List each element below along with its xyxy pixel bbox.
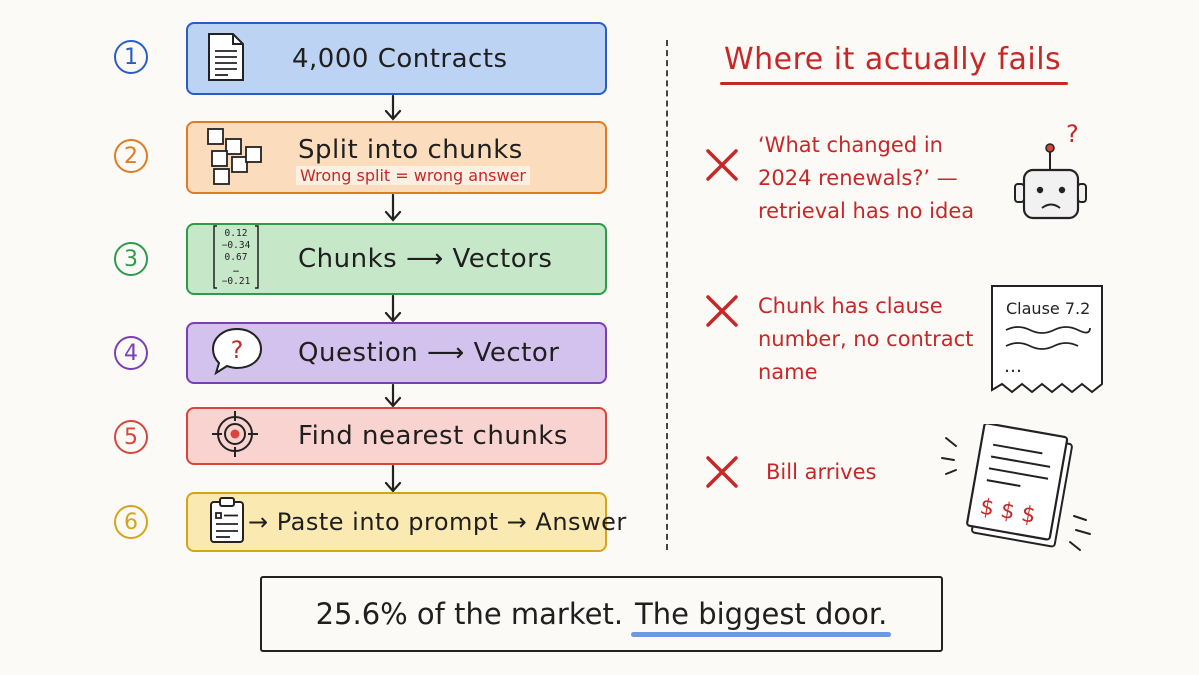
step-number-1: 1	[114, 40, 148, 74]
step-box-nearest: Find nearest chunks	[186, 407, 607, 465]
down-arrow-icon	[383, 383, 403, 412]
fail-line: retrieval has no idea	[758, 199, 975, 223]
matrix-value: 0.67	[225, 252, 248, 263]
fail-line: Bill arrives	[766, 460, 877, 484]
step-warning: Wrong split = wrong answer	[296, 166, 531, 185]
step-box-contracts: 4,000 Contracts	[186, 22, 607, 95]
note-title: Clause 7.2	[1006, 299, 1090, 318]
step-box-split: Split into chunks Wrong split = wrong an…	[186, 121, 607, 194]
clause-note-icon: Clause 7.2 …	[980, 282, 1108, 402]
vector-matrix-icon: 0.12 −0.34 0.67 … −0.21	[212, 224, 260, 294]
split-pieces-icon	[206, 125, 264, 191]
target-icon	[210, 409, 260, 463]
step-number-5: 5	[114, 420, 148, 454]
matrix-value: 0.12	[225, 228, 248, 239]
step-box-answer: → Paste into prompt → Answer	[186, 492, 626, 552]
footer-prefix: 25.6% of the market.	[315, 597, 624, 631]
document-icon	[206, 31, 246, 87]
down-arrow-icon	[383, 464, 403, 497]
down-arrow-icon	[383, 193, 403, 226]
fail-line: Chunk has clause	[758, 294, 943, 318]
fail-item-1: ‘What changed in 2024 renewals?’ — retri…	[758, 129, 974, 228]
x-mark-icon	[704, 454, 740, 494]
footer-highlight: The biggest door.	[631, 597, 892, 637]
step-label: Find nearest chunks	[298, 421, 568, 451]
fails-title: Where it actually fails	[724, 42, 1062, 77]
bill-icon: $ $ $	[940, 422, 1100, 558]
fail-item-2: Chunk has clause number, no contract nam…	[758, 290, 973, 389]
step-number-6: 6	[114, 505, 148, 539]
step-box-vectors: 0.12 −0.34 0.67 … −0.21 Chunks ⟶ Vectors	[186, 223, 607, 295]
fail-item-3: Bill arrives	[766, 456, 876, 489]
clipboard-icon	[208, 496, 246, 548]
step-number-4: 4	[114, 336, 148, 370]
down-arrow-icon	[383, 294, 403, 327]
confused-robot-icon: ?	[1008, 118, 1088, 230]
step-box-question: ? Question ⟶ Vector	[186, 322, 607, 384]
step-label: Chunks ⟶ Vectors	[298, 244, 553, 274]
down-arrow-icon	[383, 94, 403, 125]
x-mark-icon	[704, 147, 740, 187]
step-number-2: 2	[114, 139, 148, 173]
dashed-divider	[666, 40, 668, 550]
x-mark-icon	[704, 293, 740, 333]
matrix-value: −0.21	[222, 276, 251, 287]
note-dots: …	[1004, 356, 1022, 377]
fail-line: number, no contract	[758, 327, 974, 351]
matrix-value: …	[233, 264, 239, 275]
svg-text:?: ?	[231, 336, 244, 364]
fail-line: 2024 renewals?’ —	[758, 166, 958, 190]
svg-text:?: ?	[1066, 120, 1079, 148]
question-bubble-icon: ?	[210, 326, 264, 380]
step-number-3: 3	[114, 242, 148, 276]
matrix-value: −0.34	[222, 240, 251, 251]
step-label: Split into chunks	[298, 135, 523, 165]
fail-line: name	[758, 360, 818, 384]
footer-banner: 25.6% of the market. The biggest door.	[260, 576, 943, 652]
step-label: → Paste into prompt → Answer	[248, 508, 627, 536]
step-label: 4,000 Contracts	[292, 43, 508, 74]
step-label: Question ⟶ Vector	[298, 338, 560, 368]
fail-line: ‘What changed in	[758, 133, 943, 157]
title-underline	[720, 82, 1068, 85]
